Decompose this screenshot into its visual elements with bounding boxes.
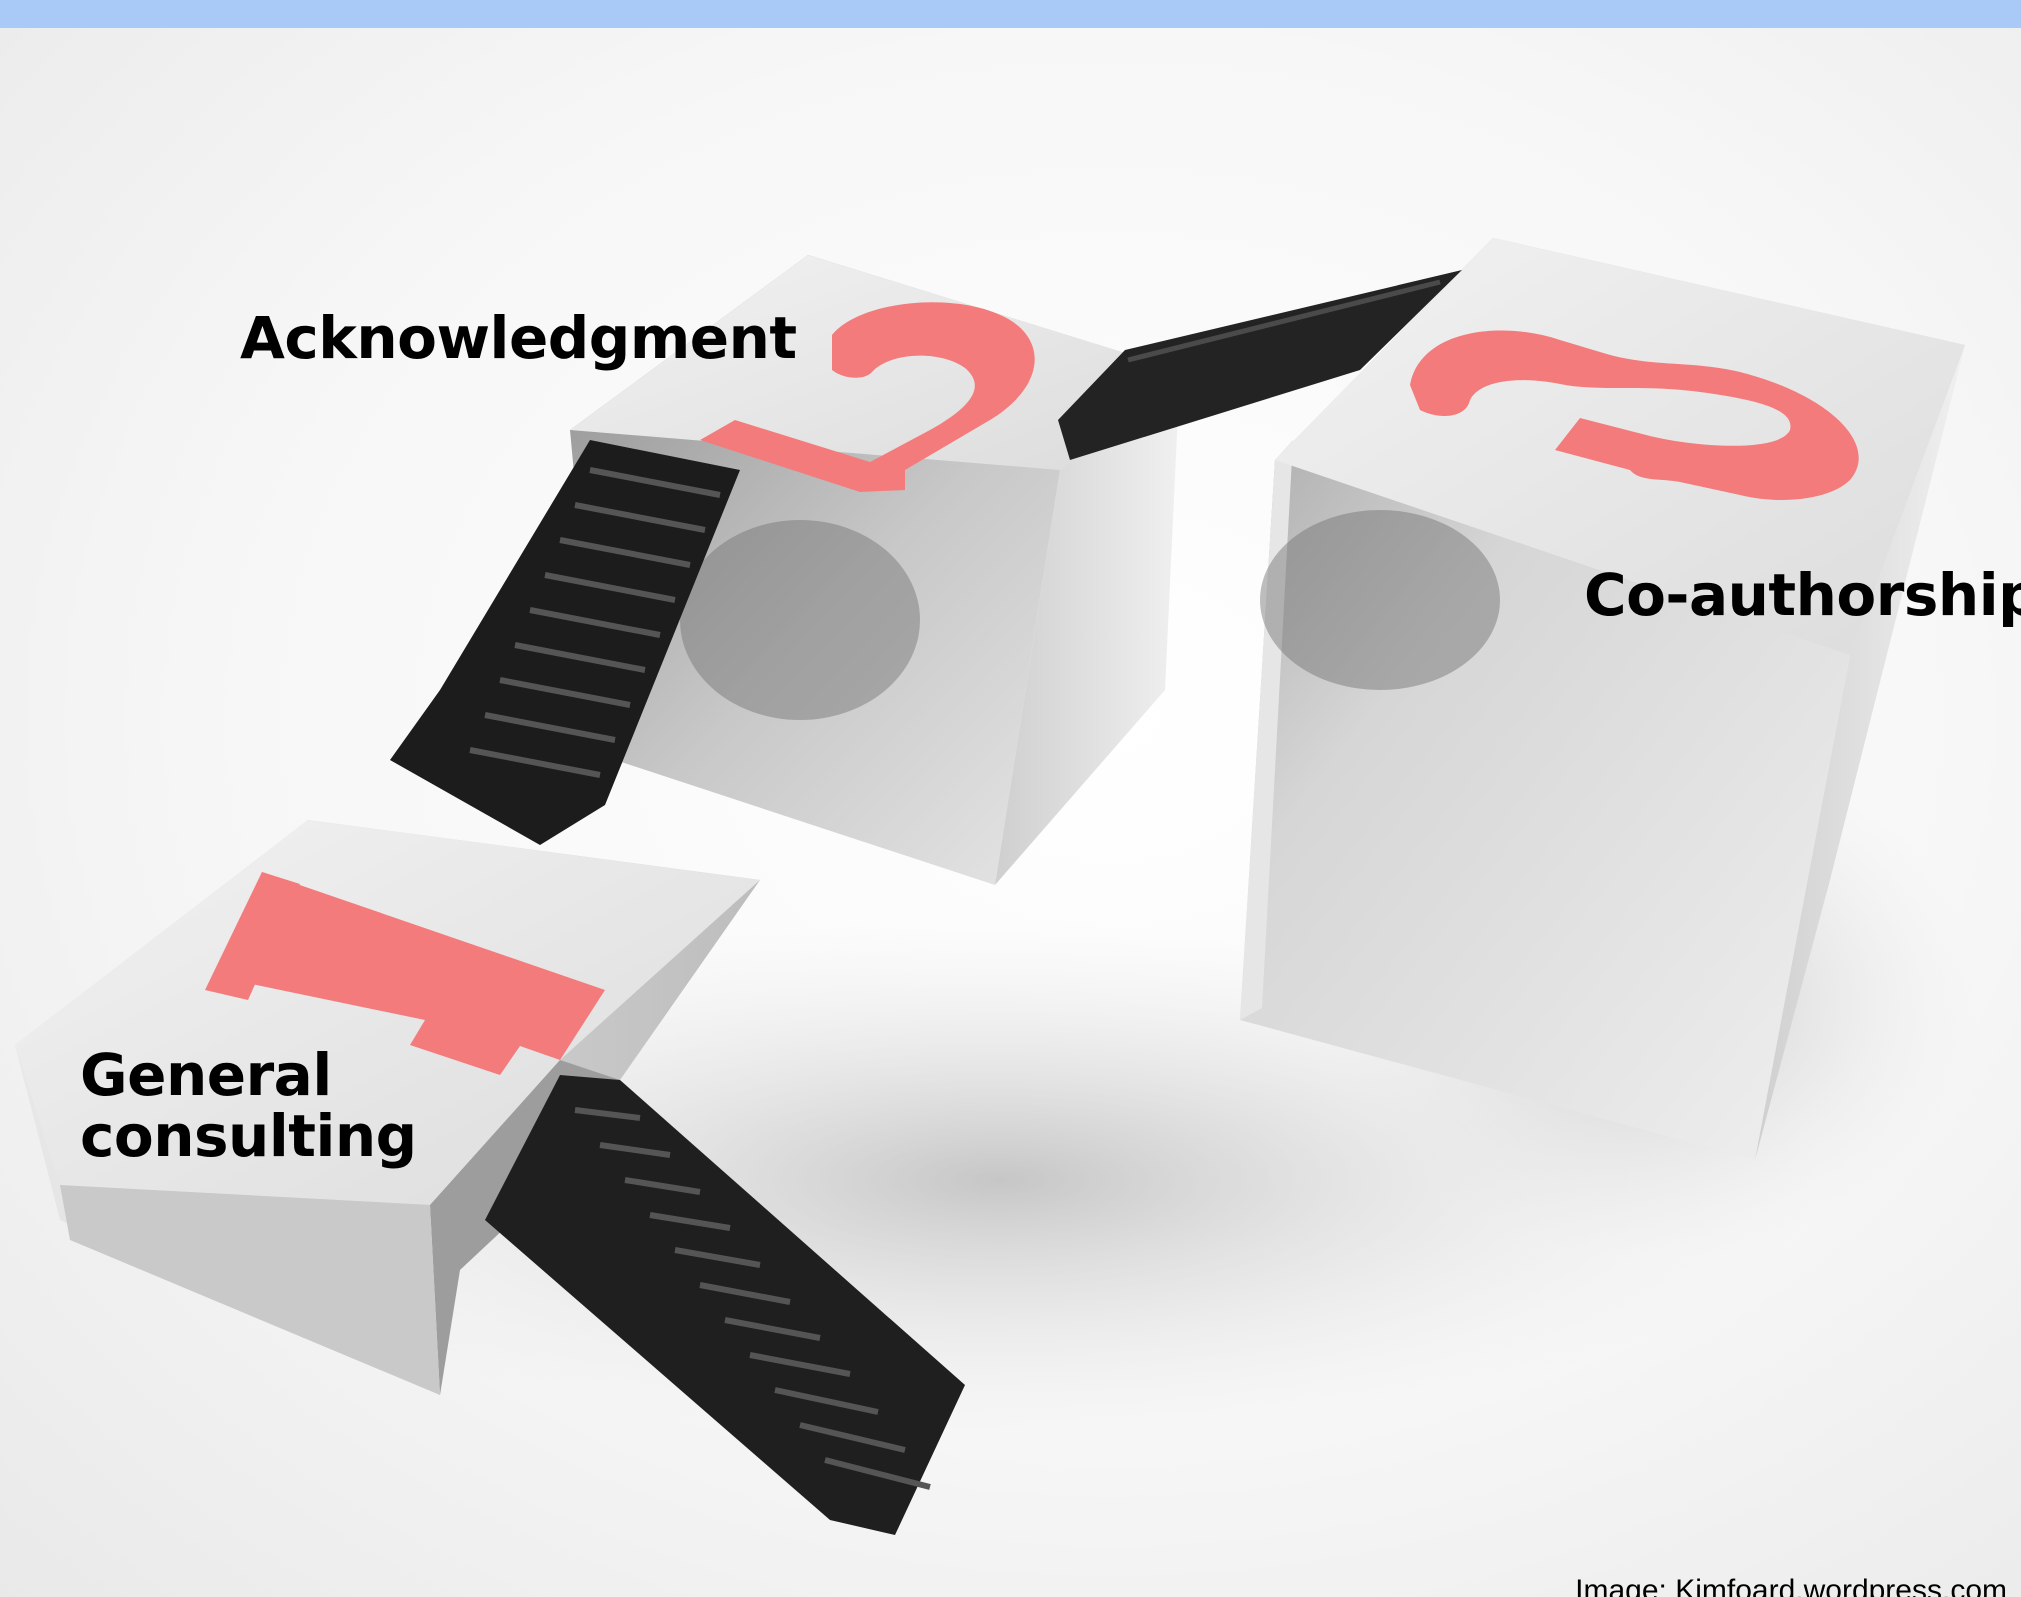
image-credit: Image: Kimfoard.wordpress.com	[1575, 1574, 2007, 1597]
staircase-middle	[390, 440, 740, 845]
block-two	[570, 255, 1180, 885]
step-three-label: Co-authorship	[1584, 561, 2021, 629]
ramp-bridge	[1058, 270, 1462, 460]
top-accent-band	[0, 0, 2021, 28]
staircase-front	[485, 1075, 965, 1535]
numeral-one	[232, 872, 605, 1075]
block-one	[15, 820, 760, 1395]
numeral-three	[1410, 330, 1859, 500]
step-one-label: General consulting	[80, 1041, 417, 1171]
step-two-label: Acknowledgment	[240, 304, 797, 372]
numeral-two	[700, 302, 1035, 492]
block-three	[1240, 238, 1965, 1160]
